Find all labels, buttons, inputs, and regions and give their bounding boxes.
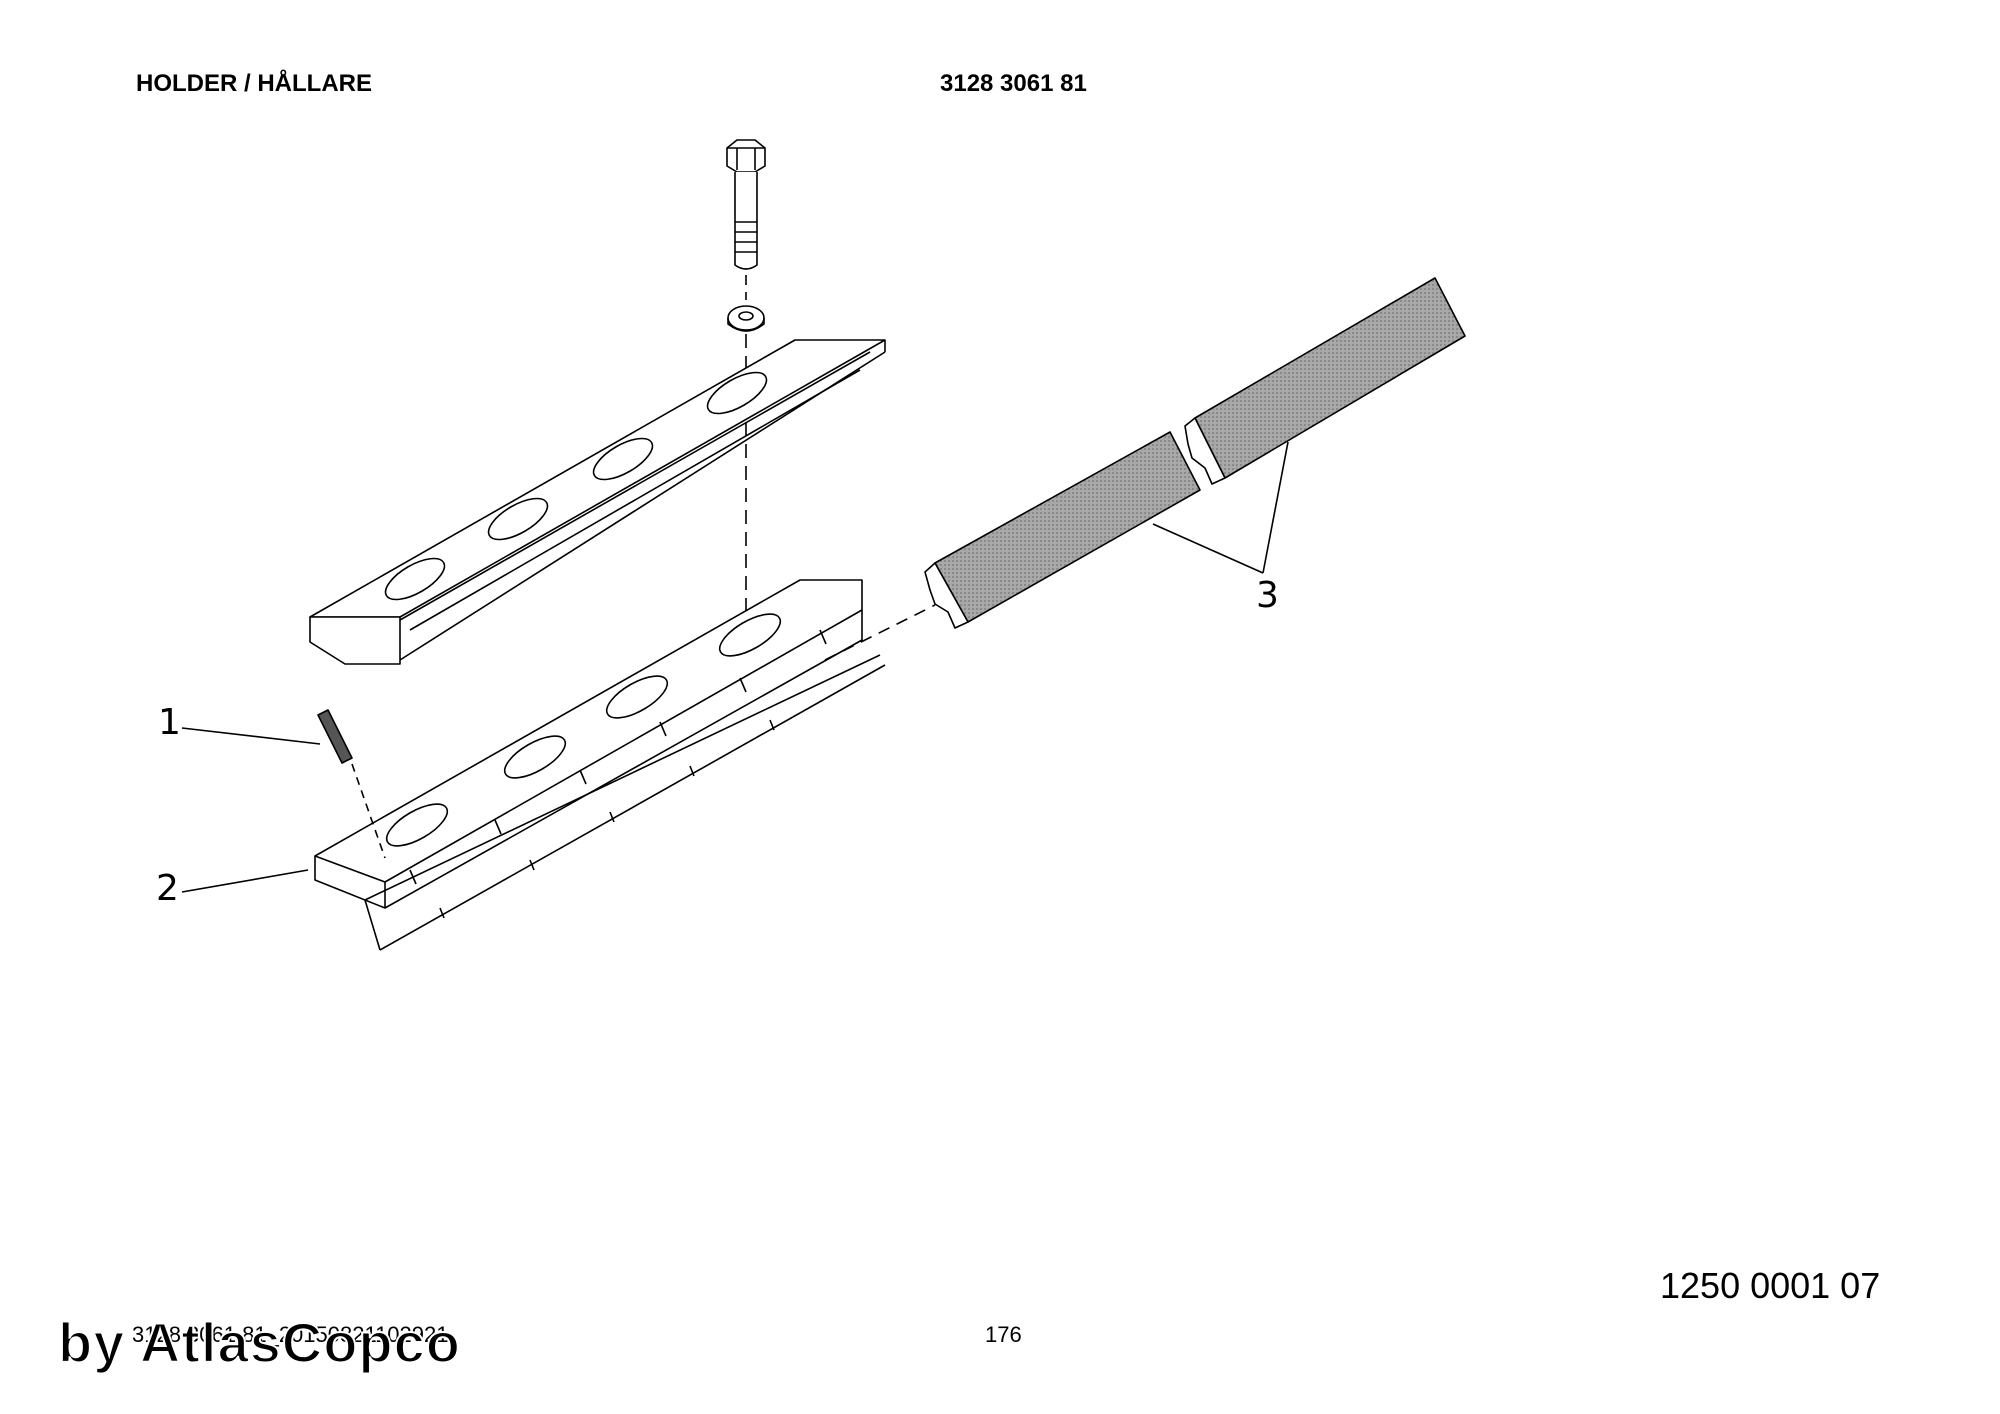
page-number: 176 — [985, 1322, 1022, 1347]
dowel-pin — [317, 709, 386, 859]
callout-2: 2 — [156, 868, 179, 909]
part-number: 3128 3061 81 — [940, 70, 1087, 97]
watermark-text: by AtlasCopco — [57, 1310, 461, 1375]
rubber-strips — [924, 277, 1466, 629]
bolt — [726, 139, 766, 270]
lower-holder — [314, 579, 886, 951]
upper-holder-plate — [309, 339, 886, 665]
callout-3: 3 — [1256, 575, 1279, 616]
callout-1: 1 — [158, 702, 181, 743]
footer-doc-id: 3128 3061 81_20150821102921 — [132, 1322, 449, 1347]
leader-lines — [181, 441, 1289, 893]
page-title: HOLDER / HÅLLARE — [136, 70, 372, 97]
washer — [727, 305, 765, 332]
drawing-number: 1250 0001 07 — [1660, 1265, 1881, 1306]
